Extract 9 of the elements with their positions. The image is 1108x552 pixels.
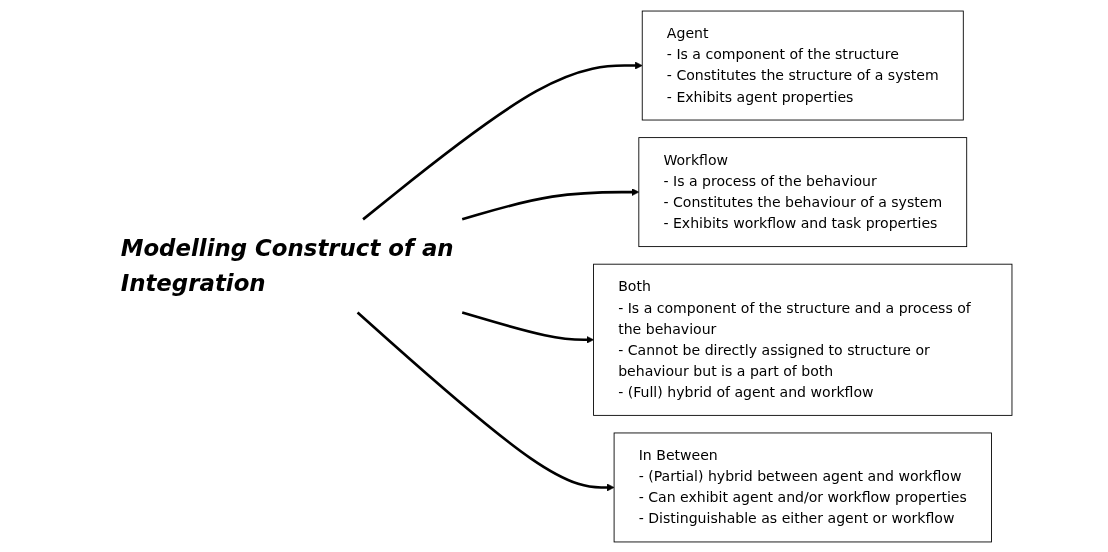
arrow (461, 310, 594, 344)
node-text: Modelling Construct of an Integration (120, 234, 454, 296)
node-box: Agent - Is a component of the structure - Constitutes the structure of a system - Exhibits agent properties (641, 10, 964, 120)
node-box: In Between - (Partial) hybrid between agent and workflow - Can exhibit agent and/or workflow properties - Distinguishable as either agent or workflow (613, 432, 992, 542)
node-box: Both - Is a component of the structure and a process of the behaviour - Cannot be directly assigned to structure or behaviour but is a part of both - (Full) hybrid of agent and workflow (593, 263, 1013, 416)
arrow (362, 61, 643, 220)
arrow (356, 311, 615, 491)
arrow (461, 187, 640, 221)
node-box: Workflow - Is a process of the behaviour - Constitutes the behaviour of a system - Exhibits workflow and task properties (638, 136, 968, 247)
